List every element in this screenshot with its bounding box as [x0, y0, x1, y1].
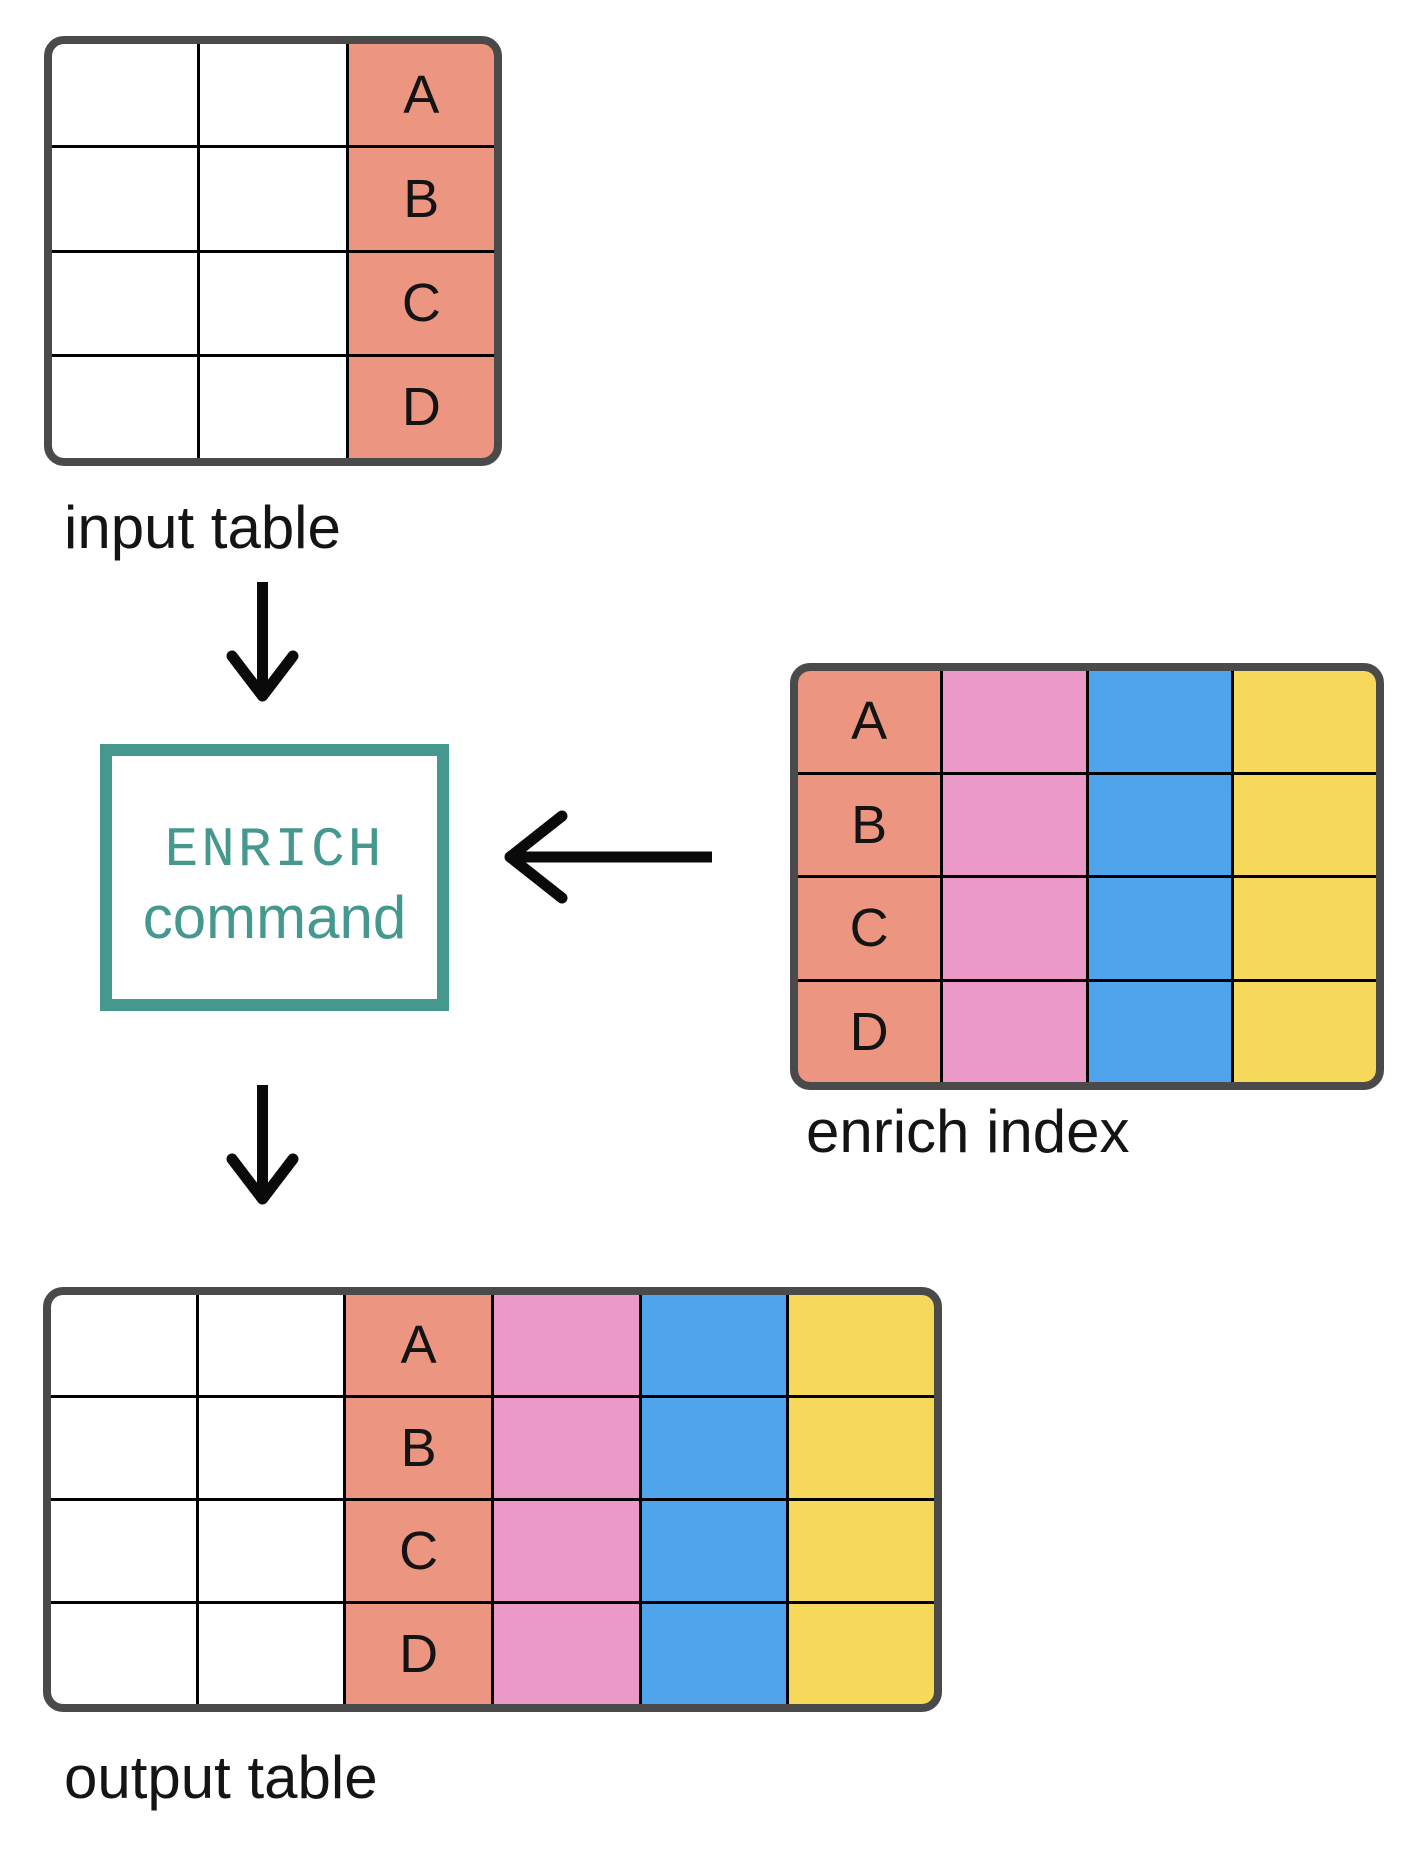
table-cell — [943, 671, 1086, 772]
table-cell — [51, 1398, 196, 1498]
key-cell: A — [348, 44, 494, 146]
arrow-down-icon — [226, 582, 299, 702]
key-cell: C — [798, 878, 941, 979]
key-cell: B — [346, 1398, 491, 1498]
table-cell — [51, 1295, 196, 1395]
table-cell — [494, 1604, 639, 1704]
key-cell: B — [798, 774, 941, 875]
output-table: A B C D — [43, 1287, 942, 1712]
table-cell — [943, 878, 1086, 979]
table-cell — [52, 44, 198, 146]
table-cell — [52, 356, 198, 458]
key-cell: D — [798, 981, 941, 1082]
table-cell — [198, 1398, 344, 1498]
table-cell — [1233, 774, 1376, 875]
table-cell — [641, 1398, 787, 1498]
table-cell — [789, 1501, 934, 1601]
table-cell — [52, 148, 198, 250]
table-cell — [641, 1295, 787, 1395]
table-cell — [51, 1604, 196, 1704]
table-cell — [1233, 671, 1376, 772]
table-cell — [1088, 981, 1231, 1082]
input-table: A B C D — [44, 36, 502, 466]
table-cell — [1233, 878, 1376, 979]
key-cell: A — [798, 671, 941, 772]
table-cell — [200, 148, 346, 250]
enrich-index-table: A B C D — [790, 663, 1384, 1090]
key-cell: D — [348, 356, 494, 458]
key-cell: D — [346, 1604, 491, 1704]
table-cell — [198, 1604, 344, 1704]
table-cell — [494, 1398, 639, 1498]
enrich-command-box: ENRICH command — [100, 744, 449, 1011]
table-cell — [198, 1501, 344, 1601]
table-cell — [52, 252, 198, 354]
table-cell — [198, 1295, 344, 1395]
arrow-down-icon — [226, 1085, 299, 1205]
table-cell — [789, 1398, 934, 1498]
output-table-label: output table — [64, 1744, 378, 1811]
enrich-command-keyword: ENRICH — [164, 817, 385, 882]
table-cell — [789, 1295, 934, 1395]
table-cell — [1233, 981, 1376, 1082]
arrow-left-icon — [504, 810, 712, 904]
table-cell — [641, 1501, 787, 1601]
table-cell — [494, 1501, 639, 1601]
table-cell — [200, 252, 346, 354]
table-cell — [943, 981, 1086, 1082]
table-cell — [789, 1604, 934, 1704]
table-cell — [494, 1295, 639, 1395]
enrich-command-word: command — [142, 883, 407, 951]
table-cell — [200, 356, 346, 458]
input-table-label: input table — [64, 494, 341, 561]
table-cell — [943, 774, 1086, 875]
table-cell — [641, 1604, 787, 1704]
key-cell: A — [346, 1295, 491, 1395]
enrich-index-label: enrich index — [806, 1098, 1130, 1165]
table-cell — [1088, 774, 1231, 875]
table-cell — [1088, 878, 1231, 979]
table-cell — [51, 1501, 196, 1601]
table-cell — [200, 44, 346, 146]
table-cell — [1088, 671, 1231, 772]
key-cell: B — [348, 148, 494, 250]
key-cell: C — [348, 252, 494, 354]
key-cell: C — [346, 1501, 491, 1601]
